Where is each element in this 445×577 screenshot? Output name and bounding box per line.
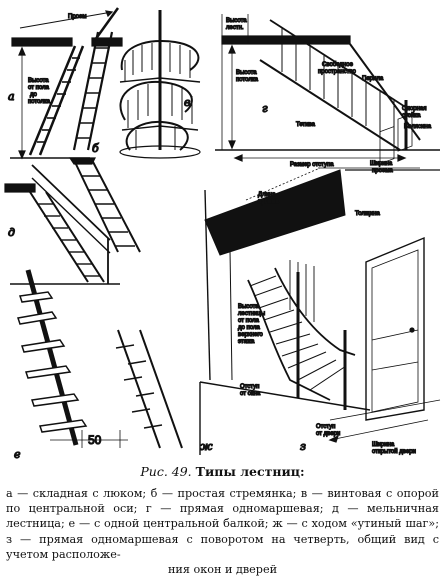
label-free-space-2: пространство — [318, 69, 357, 75]
label-thickness: Толщина — [355, 211, 381, 217]
caption-prefix: Рис. 49. — [140, 464, 192, 479]
letter-b: б — [92, 142, 99, 155]
label-baluster: Балясина — [404, 124, 432, 130]
label-offset-door-2: от двери — [316, 431, 340, 437]
letter-a: а — [8, 90, 15, 103]
letter-e: е — [14, 448, 21, 461]
figure-legend: а — складная с люком; б — простая стремя… — [6, 486, 439, 577]
label-proem: Проем — [68, 14, 86, 20]
label-landing-height-1: Высота — [238, 304, 259, 310]
stair-d-mill — [4, 164, 120, 285]
stair-v-spiral — [119, 10, 201, 159]
label-landing-height-2: лестницы — [238, 311, 265, 317]
letter-g: г — [262, 102, 268, 115]
figure-caption: Рис. 49. Типы лестниц: — [0, 464, 445, 480]
label-offset-door-1: Отступ — [316, 424, 335, 430]
stair-b-stepladder — [72, 31, 114, 151]
stair-e-central-beam — [17, 269, 128, 448]
label-door-width-2: открытой двери — [372, 448, 416, 455]
legend-text: а — складная с люком; б — простая стремя… — [6, 487, 439, 561]
label-offset-window-1: Отступ — [240, 384, 259, 390]
caption-title: Типы лестниц: — [195, 464, 305, 479]
label-opening-width-1: Ширина — [370, 161, 393, 167]
stair-types-figure: Проем Высота от пола до потолка а б — [4, 7, 441, 462]
label-newel-1: Опорная — [402, 106, 427, 112]
label-dim-50: 50 — [88, 433, 102, 447]
label-newel-2: стойка — [402, 112, 421, 119]
label-door-width-1: Ширина — [372, 442, 395, 448]
label-ceiling-height-2: потолка — [236, 77, 259, 83]
letter-zh: ж — [200, 440, 213, 453]
label-railing: Перила — [362, 76, 384, 82]
label-height-4: потолка — [28, 99, 51, 105]
letter-z: з — [300, 440, 306, 453]
label-landing-height-3: от пола — [238, 318, 260, 324]
label-free-space-1: Свободное — [322, 62, 354, 68]
label-height-3: до — [30, 92, 38, 98]
label-landing-height-5: верхнего — [238, 332, 263, 338]
label-height-1: Высота — [28, 78, 49, 84]
label-opening-length-2: проема — [258, 199, 279, 205]
letter-d: д — [8, 226, 15, 239]
label-height-2: от пола — [28, 85, 50, 91]
stair-g-straight — [215, 14, 440, 162]
label-stair-height-1: Высота — [226, 18, 247, 24]
label-ceiling-height-1: Высота — [236, 70, 257, 76]
label-offset-window-2: от окна — [240, 391, 261, 397]
label-landing-height-4: до пола — [238, 325, 260, 331]
legend-text-end: ния окон и дверей — [167, 563, 278, 577]
letter-v: в — [184, 96, 190, 109]
stair-z-quarter-turn — [199, 113, 441, 455]
stair-zh-duck-step — [115, 329, 183, 449]
label-stringer: Тетива — [296, 122, 316, 128]
label-opening-width-2: проема — [372, 168, 393, 174]
label-span-size: Размер отступа — [290, 162, 334, 168]
label-stair-height-2: лестн. — [226, 25, 244, 31]
stair-d-ladder — [68, 157, 141, 253]
label-opening-length-1: Длина — [258, 192, 276, 198]
label-landing-height-6: этажа — [238, 339, 255, 345]
stair-a-folding — [10, 7, 123, 160]
